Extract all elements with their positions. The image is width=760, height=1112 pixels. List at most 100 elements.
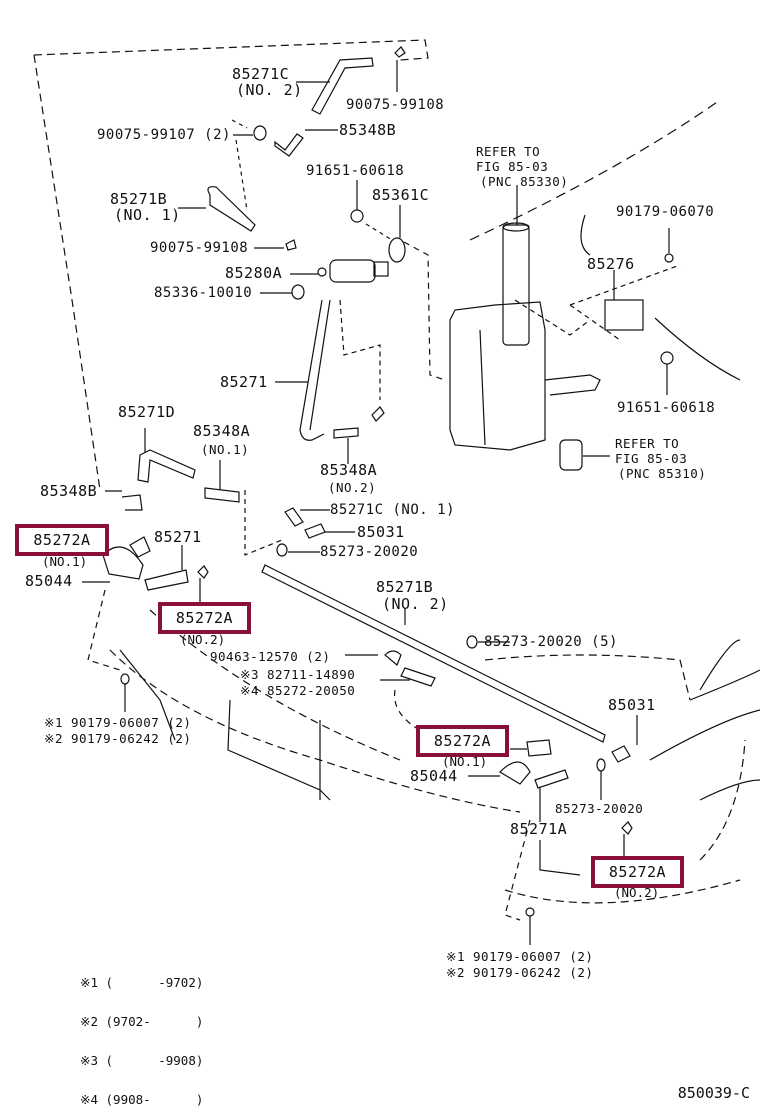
hose-85271C-no1 [284, 507, 304, 527]
legend-mark: ※3 [80, 1053, 98, 1068]
model-year-legend: ※1 ( -9702) ※2 (9702- ) ※3 ( -9908) ※4 (… [80, 950, 203, 1112]
figure-number: 850039-C [677, 1084, 750, 1102]
bolt-B-right-icon [660, 351, 674, 365]
label-85031-right: 85031 [608, 696, 656, 714]
refer-tank-line1: REFER TO [476, 144, 541, 159]
nozzle-85272A-no1-right [526, 739, 552, 757]
label-85271B-no2: 85271B [376, 578, 434, 596]
label-85044-right: 85044 [410, 767, 458, 785]
nozzle-85031-left [304, 523, 326, 539]
sublabel-85271B-no1: (NO. 1) [114, 206, 181, 224]
elbow-85348B [274, 133, 304, 157]
label-90075-99108-top: 90075-99108 [346, 97, 445, 113]
clip-85272A-no2-left [197, 565, 209, 579]
label-90179-06242-right: ※2 90179-06242 (2) [446, 965, 594, 980]
grommet-85273-5-icon [466, 635, 478, 649]
grommet-85336-icon [291, 284, 305, 300]
clip-90463-icon [384, 650, 402, 666]
sublabel-85348A-no2: (NO.2) [328, 480, 377, 495]
refer-tank-line2: FIG 85-03 [476, 159, 549, 174]
label-90179-06070: 90179-06070 [616, 204, 715, 220]
label-91651-60618-top: 91651-60618 [306, 163, 405, 179]
highlight-part: 85272A [175, 609, 234, 627]
label-85361C: 85361C [372, 186, 430, 204]
bolt-B-icon [350, 209, 364, 223]
highlight-sub-no2-right: (NO.2) [614, 885, 660, 900]
label-85271-left: 85271 [154, 528, 202, 546]
highlight-85272A-no1-left[interactable]: 85272A [15, 524, 109, 556]
clip-90179-left-icon [120, 673, 130, 685]
highlight-85272A-no1-right[interactable]: 85272A [416, 725, 509, 757]
label-91651-60618-right: 91651-60618 [617, 400, 716, 416]
nut-90179-06070-icon [664, 253, 674, 263]
hose-85271A [534, 769, 569, 789]
hose-85271 [299, 299, 325, 441]
hose-85271C-no2 [311, 57, 374, 115]
label-90179-06007-right: ※1 90179-06007 (2) [446, 949, 594, 964]
label-90075-99107: 90075-99107 (2) [97, 127, 231, 143]
clip-85272A-no2-right [621, 821, 633, 835]
label-90075-99108-mid: 90075-99108 [150, 240, 249, 256]
hose-85271B-no2 [261, 564, 606, 743]
label-85276: 85276 [587, 255, 635, 273]
legend-mark: ※2 [80, 1014, 98, 1029]
nozzle-85044-left [102, 546, 144, 580]
label-85271: 85271 [220, 373, 268, 391]
joint-85348A-no2 [333, 427, 359, 439]
label-82711-14890: ※3 82711-14890 [240, 667, 356, 682]
label-90463-12570: 90463-12570 (2) [210, 649, 331, 664]
highlight-85272A-no2-right[interactable]: 85272A [591, 856, 684, 888]
joint-85348A-no1 [204, 487, 240, 503]
label-85271C-no2: 85271C [232, 65, 290, 83]
hood-outline-dashed [33, 39, 429, 61]
label-85272-20050: ※4 85272-20050 [240, 683, 356, 698]
highlight-85272A-no2-left[interactable]: 85272A [158, 602, 251, 634]
highlight-sub-no1-right: (NO.1) [442, 754, 488, 769]
grommet-85273-right-icon [596, 758, 606, 772]
highlight-part: 85272A [33, 531, 91, 549]
elbow-small-right [371, 406, 385, 422]
hood-left-dashed [33, 54, 101, 491]
legend-range: (9908- ) [105, 1092, 204, 1107]
label-85348B-left: 85348B [40, 482, 98, 500]
label-85271D: 85271D [118, 403, 176, 421]
label-85336-10010: 85336-10010 [154, 285, 253, 301]
label-85348A-no2: 85348A [320, 461, 378, 479]
sublabel-85271B-no2: (NO. 2) [382, 595, 449, 613]
label-85031-left: 85031 [357, 523, 405, 541]
sublabel-85271C-no2: (NO. 2) [236, 81, 303, 99]
highlight-sub-no2-left: (NO.2) [180, 632, 226, 647]
refer-pump-line1: REFER TO [615, 436, 680, 451]
grommet-85273-left-icon [276, 543, 288, 557]
legend-range: ( -9702) [105, 975, 204, 990]
hose-joint-82711 [400, 667, 436, 687]
label-85273-20020-5: 85273-20020 (5) [484, 634, 618, 650]
legend-range: (9702- ) [105, 1014, 204, 1029]
clip-90179-right-icon [525, 907, 535, 917]
refer-tank-line3: (PNC 85330) [480, 174, 569, 189]
highlight-part: 85272A [433, 732, 492, 750]
clip-90075-top-icon [394, 46, 406, 58]
highlight-sub-no1-left: (NO.1) [42, 554, 88, 569]
label-85273-20020-left: 85273-20020 [320, 544, 419, 560]
label-85044-left: 85044 [25, 572, 73, 590]
nozzle-85031-right [611, 745, 631, 763]
label-85271C-no1: 85271C (NO. 1) [330, 502, 456, 518]
refer-pump-line2: FIG 85-03 [615, 451, 688, 466]
label-90179-06242-left: ※2 90179-06242 (2) [44, 731, 192, 746]
label-85271B-no1: 85271B [110, 190, 168, 208]
washer-tank-body [449, 301, 546, 451]
highlight-part: 85272A [608, 863, 667, 881]
nozzle-85272A-no1-left [129, 536, 151, 558]
washer-tank-neck [502, 224, 530, 346]
label-85348B-top: 85348B [339, 121, 397, 139]
hose-85271B-no1 [207, 186, 256, 232]
relay-85276 [604, 299, 644, 331]
clip-90075-mid-icon [285, 239, 297, 251]
hose-85271D [137, 449, 196, 483]
label-85348A-no1: 85348A [193, 422, 251, 440]
motor-85280A [329, 259, 376, 283]
legend-range: ( -9908) [105, 1053, 204, 1068]
label-90179-06007-left: ※1 90179-06007 (2) [44, 715, 192, 730]
